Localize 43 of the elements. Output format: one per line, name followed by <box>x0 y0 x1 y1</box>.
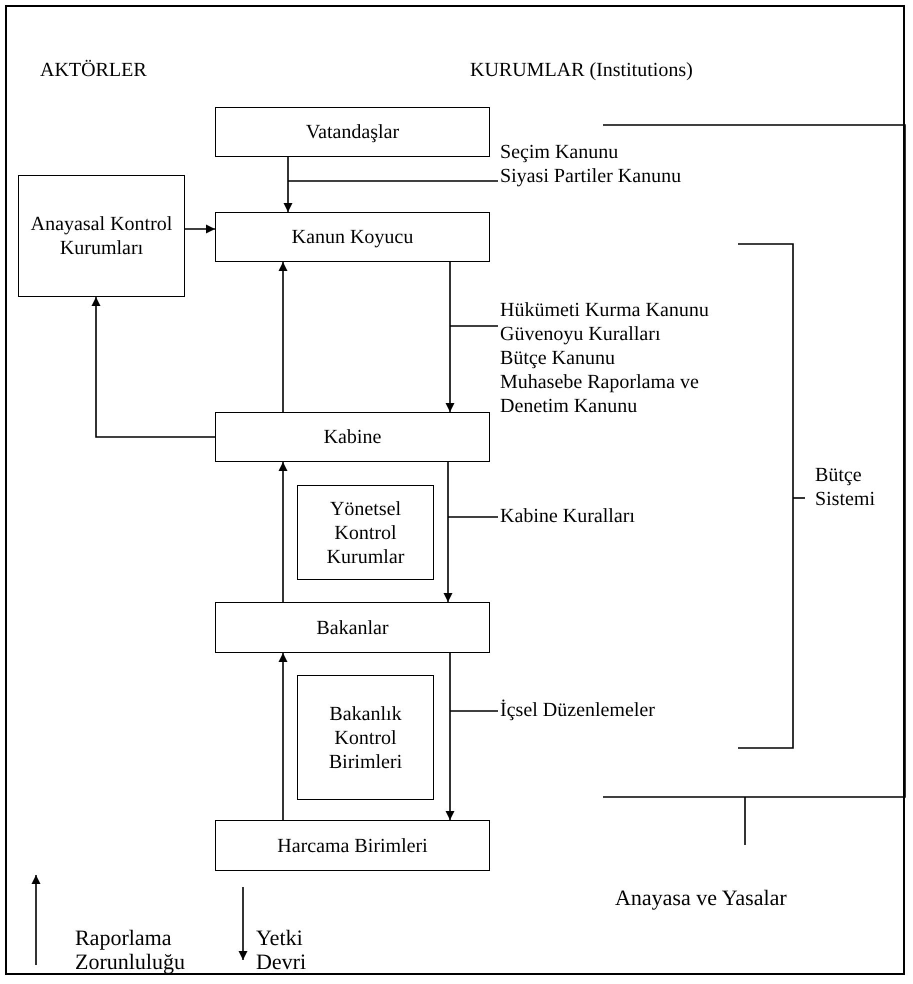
process-box <box>215 412 490 462</box>
arrow <box>446 653 454 820</box>
arrow <box>185 224 215 234</box>
legend-text: Raporlama Zorunluluğu <box>75 926 185 974</box>
box-label: Bakanlık Kontrol Birimleri <box>328 702 404 774</box>
law-label: İçsel Düzenlemeler <box>500 698 655 722</box>
law-label: Güvenoyu Kuralları <box>500 322 661 346</box>
arrow <box>278 653 288 820</box>
law-label: Muhasebe Raporlama ve Denetim Kanunu <box>500 370 700 418</box>
leader-line <box>450 325 498 327</box>
process-box <box>215 820 490 871</box>
bracket-label: Anayasa ve Yasalar <box>615 886 787 910</box>
control-box <box>297 485 434 580</box>
process-box <box>18 175 185 297</box>
legend-text: Yetki Devri <box>256 926 308 974</box>
process-box <box>215 212 490 262</box>
column-heading: AKTÖRLER <box>40 58 147 82</box>
box-label: Vatandaşlar <box>306 120 400 144</box>
box-label: Kabine <box>324 425 382 449</box>
arrow <box>278 462 288 602</box>
arrow <box>444 462 452 602</box>
arrow <box>446 262 454 412</box>
law-label: Seçim Kanunu <box>500 140 618 164</box>
law-label: Hükümeti Kurma Kanunu <box>500 298 709 322</box>
arrow <box>284 157 292 212</box>
bracket-label: Bütçe Sistemi <box>815 463 875 511</box>
law-label: Bütçe Kanunu <box>500 346 615 370</box>
box-label: Harcama Birimleri <box>277 834 428 858</box>
column-heading: KURUMLAR (Institutions) <box>470 58 693 82</box>
process-box <box>215 602 490 653</box>
process-box <box>215 107 490 157</box>
box-label: Bakanlar <box>316 616 389 640</box>
control-box <box>297 675 434 800</box>
arrow <box>92 297 215 438</box>
leader-line <box>450 710 498 712</box>
law-label: Kabine Kuralları <box>500 504 635 528</box>
box-label: Anayasal Kontrol Kurumları <box>30 212 174 260</box>
law-label: Siyasi Partiler Kanunu <box>500 164 682 188</box>
leader-line <box>288 180 498 182</box>
arrow <box>278 262 288 412</box>
box-label: Kanun Koyucu <box>292 225 414 249</box>
leader-line <box>448 516 498 518</box>
box-label: Yönetsel Kontrol Kurumlar <box>326 496 406 568</box>
